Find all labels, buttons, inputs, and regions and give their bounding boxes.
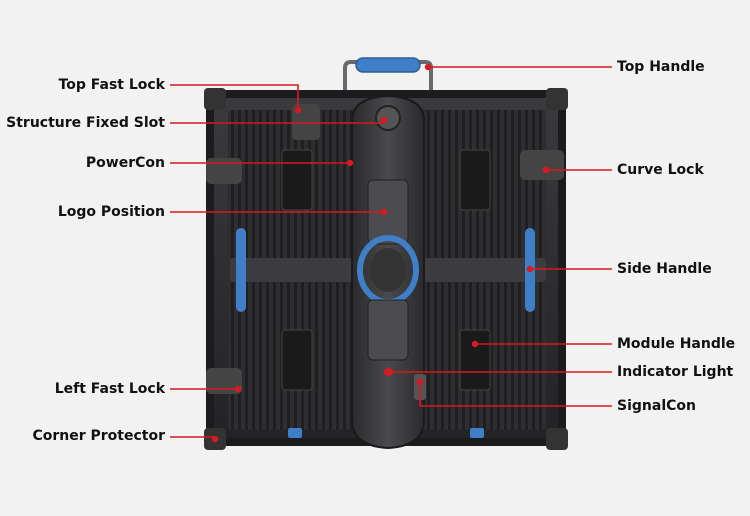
leader-dot-logo-position: [381, 209, 387, 215]
leader-dot-corner-protector: [212, 436, 218, 442]
leader-dot-curve-lock: [543, 167, 549, 173]
label-corner-protector: Corner Protector: [32, 428, 165, 444]
leader-dot-left-fast-lock: [235, 386, 241, 392]
leader-dot-powercon: [347, 160, 353, 166]
label-top-fast-lock: Top Fast Lock: [59, 77, 165, 93]
label-structure-fixed-slot: Structure Fixed Slot: [6, 115, 165, 131]
label-indicator-light: Indicator Light: [617, 364, 733, 380]
leader-dot-indicator-light: [387, 369, 393, 375]
label-logo-position: Logo Position: [58, 204, 165, 220]
leader-dot-top-fast-lock: [295, 107, 301, 113]
label-powercon: PowerCon: [86, 155, 165, 171]
center-spine: [352, 96, 424, 448]
leader-dot-structure-fixed-slot: [381, 117, 387, 123]
label-module-handle: Module Handle: [617, 336, 735, 352]
label-top-handle: Top Handle: [617, 59, 705, 75]
label-signalcon: SignalCon: [617, 398, 696, 414]
label-left-fast-lock: Left Fast Lock: [55, 381, 165, 397]
leader-dot-side-handle: [527, 266, 533, 272]
leader-dot-top-handle: [425, 64, 431, 70]
leader-dot-module-handle: [472, 341, 478, 347]
label-side-handle: Side Handle: [617, 261, 712, 277]
label-curve-lock: Curve Lock: [617, 162, 704, 178]
leader-dot-signalcon: [417, 379, 423, 385]
